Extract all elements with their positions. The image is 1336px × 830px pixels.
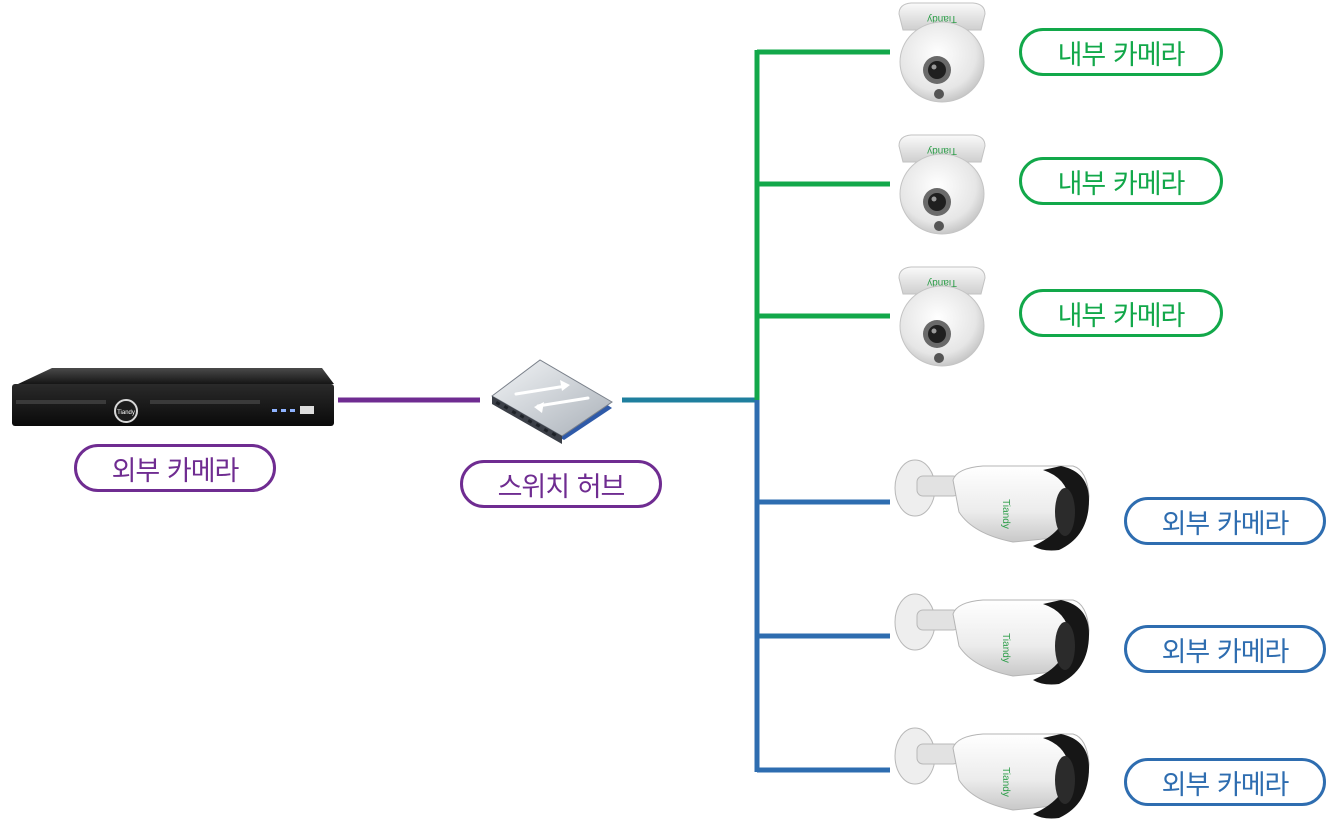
nvr-label: 외부 카메라	[74, 444, 276, 492]
outdoor-camera-label-1: 외부 카메라	[1124, 497, 1326, 545]
dome-camera-brand: Tiandy	[927, 277, 957, 288]
network-switch-icon	[491, 359, 613, 444]
connection-lines	[338, 49, 890, 773]
indoor-camera-label-1: 내부 카메라	[1019, 28, 1223, 76]
dome-camera-2: Tiandy	[898, 134, 986, 235]
bullet-camera-brand: Tiandy	[1000, 499, 1011, 529]
bullet-camera-1: Tiandy	[894, 459, 1090, 551]
dome-camera-3: Tiandy	[898, 266, 986, 367]
dome-camera-1: Tiandy	[898, 2, 986, 103]
switch-label: 스위치 허브	[460, 460, 662, 508]
outdoor-camera-label-3: 외부 카메라	[1124, 758, 1326, 806]
bullet-camera-3: Tiandy	[894, 727, 1090, 819]
bullet-camera-brand: Tiandy	[1000, 767, 1011, 797]
dome-camera-brand: Tiandy	[927, 145, 957, 156]
bullet-camera-2: Tiandy	[894, 593, 1090, 685]
nvr-logo: Tiandy	[117, 410, 135, 416]
bullet-camera-brand: Tiandy	[1000, 633, 1011, 663]
nvr-recorder-icon: Tiandy	[12, 368, 334, 426]
outdoor-camera-label-2: 외부 카메라	[1124, 625, 1326, 673]
dome-camera-brand: Tiandy	[927, 13, 957, 24]
indoor-camera-label-3: 내부 카메라	[1019, 289, 1223, 337]
indoor-camera-label-2: 내부 카메라	[1019, 157, 1223, 205]
